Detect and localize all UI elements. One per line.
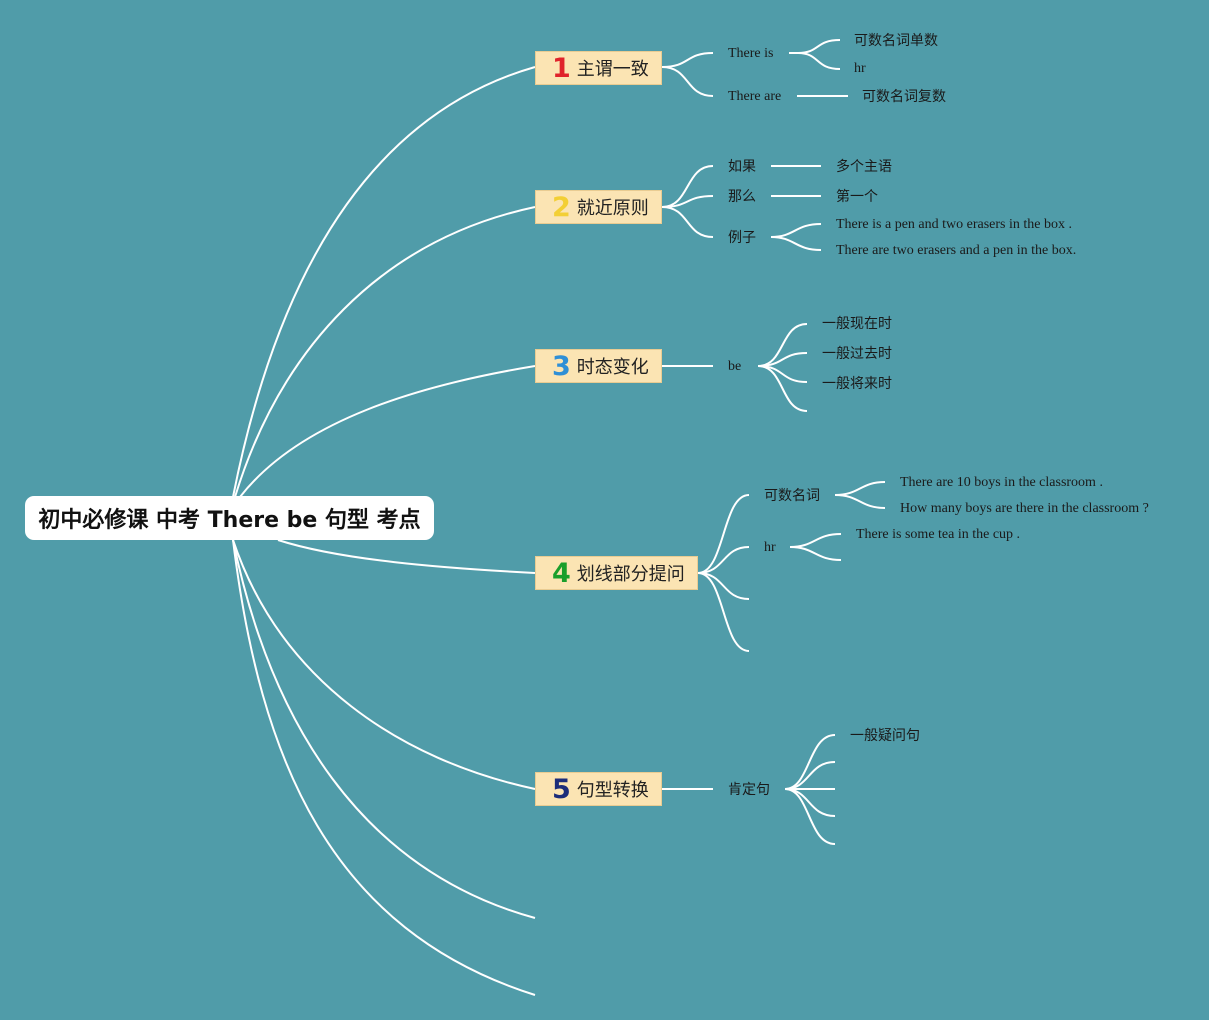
- countable-noun-node[interactable]: 可数名词: [764, 488, 820, 504]
- topic-3-tense-change[interactable]: 3 时态变化: [535, 349, 662, 383]
- then-value-node[interactable]: 第一个: [836, 189, 878, 205]
- t1-to-there-is: [661, 52, 714, 68]
- example-sentence-1[interactable]: There is a pen and two erasers in the bo…: [836, 217, 1072, 232]
- simple-past-node[interactable]: 一般过去时: [822, 346, 892, 362]
- t4-to-empty-2: [697, 572, 750, 652]
- countable-example-2[interactable]: How many boys are there in the classroom…: [900, 501, 1149, 516]
- root-to-topic-4-connector: [277, 539, 536, 574]
- countable-example-1[interactable]: There are 10 boys in the classroom .: [900, 475, 1103, 490]
- example-node[interactable]: 例子: [728, 230, 756, 246]
- affirmative-to-5: [784, 788, 836, 845]
- be-node[interactable]: be: [728, 359, 742, 374]
- topic-1-label: 主谓一致: [576, 59, 649, 80]
- t1-to-there-are: [661, 66, 714, 97]
- root-to-empty-branch-2: [232, 539, 536, 996]
- there-is-to-child-1: [797, 39, 841, 54]
- if-value-node[interactable]: 多个主语: [836, 159, 892, 175]
- topic-5-label: 句型转换: [576, 780, 649, 801]
- topic-1-subject-verb-agreement[interactable]: 1 主谓一致: [535, 51, 662, 85]
- topic-4-label: 划线部分提问: [576, 564, 685, 585]
- hr-example[interactable]: There is some tea in the cup .: [856, 527, 1021, 542]
- number-2-icon: 2: [552, 191, 571, 223]
- topic-2-proximity-rule[interactable]: 2 就近原则: [535, 190, 662, 224]
- simple-future-node[interactable]: 一般将来时: [822, 376, 892, 392]
- there-is-to-child-2: [797, 52, 841, 70]
- example-to-2: [770, 236, 822, 251]
- number-1-icon: 1: [552, 52, 571, 84]
- central-topic[interactable]: 初中必修课 中考 There be 句型 考点: [25, 496, 434, 540]
- there-is-node[interactable]: There is: [728, 46, 774, 61]
- countable-singular-node[interactable]: 可数名词单数: [854, 33, 938, 49]
- central-topic-title: 初中必修课 中考 There be 句型 考点: [38, 508, 421, 533]
- affirmative-to-2: [784, 761, 836, 790]
- hr-node[interactable]: hr: [854, 61, 866, 76]
- affirmative-to-4: [784, 788, 836, 817]
- topic-5-sentence-transformation[interactable]: 5 句型转换: [535, 772, 662, 806]
- hr-to-empty: [789, 546, 842, 561]
- topic-4-underlined-question[interactable]: 4 划线部分提问: [535, 556, 698, 590]
- number-4-icon: 4: [552, 557, 571, 589]
- affirmative-node[interactable]: 肯定句: [728, 782, 770, 798]
- hr-node-2[interactable]: hr: [764, 540, 776, 555]
- t4-to-countable: [697, 494, 750, 574]
- countable-to-ex-1: [834, 481, 886, 496]
- there-are-node[interactable]: There are: [728, 89, 782, 104]
- general-question-node[interactable]: 一般疑问句: [850, 728, 920, 744]
- be-to-empty: [757, 365, 808, 412]
- t2-to-then: [661, 195, 714, 208]
- root-to-topic-5-connector: [232, 539, 536, 790]
- topic-3-label: 时态变化: [576, 357, 649, 378]
- root-to-topic-2-connector: [234, 206, 536, 498]
- number-5-icon: 5: [552, 773, 571, 805]
- if-node[interactable]: 如果: [728, 159, 756, 175]
- then-node[interactable]: 那么: [728, 189, 756, 205]
- topic-2-label: 就近原则: [576, 198, 649, 219]
- root-to-topic-3-connector: [239, 365, 536, 498]
- countable-plural-node[interactable]: 可数名词复数: [862, 89, 946, 105]
- example-sentence-2[interactable]: There are two erasers and a pen in the b…: [836, 243, 1077, 258]
- number-3-icon: 3: [552, 350, 571, 382]
- countable-to-ex-2: [834, 494, 886, 509]
- example-to-1: [770, 223, 822, 238]
- root-to-empty-branch-1: [232, 539, 536, 919]
- t2-to-example: [661, 206, 714, 238]
- root-to-topic-1-connector: [232, 66, 536, 498]
- t4-to-empty-1: [697, 572, 750, 600]
- simple-present-node[interactable]: 一般现在时: [822, 316, 892, 332]
- t4-to-hr: [697, 546, 750, 574]
- hr-to-ex: [789, 533, 842, 548]
